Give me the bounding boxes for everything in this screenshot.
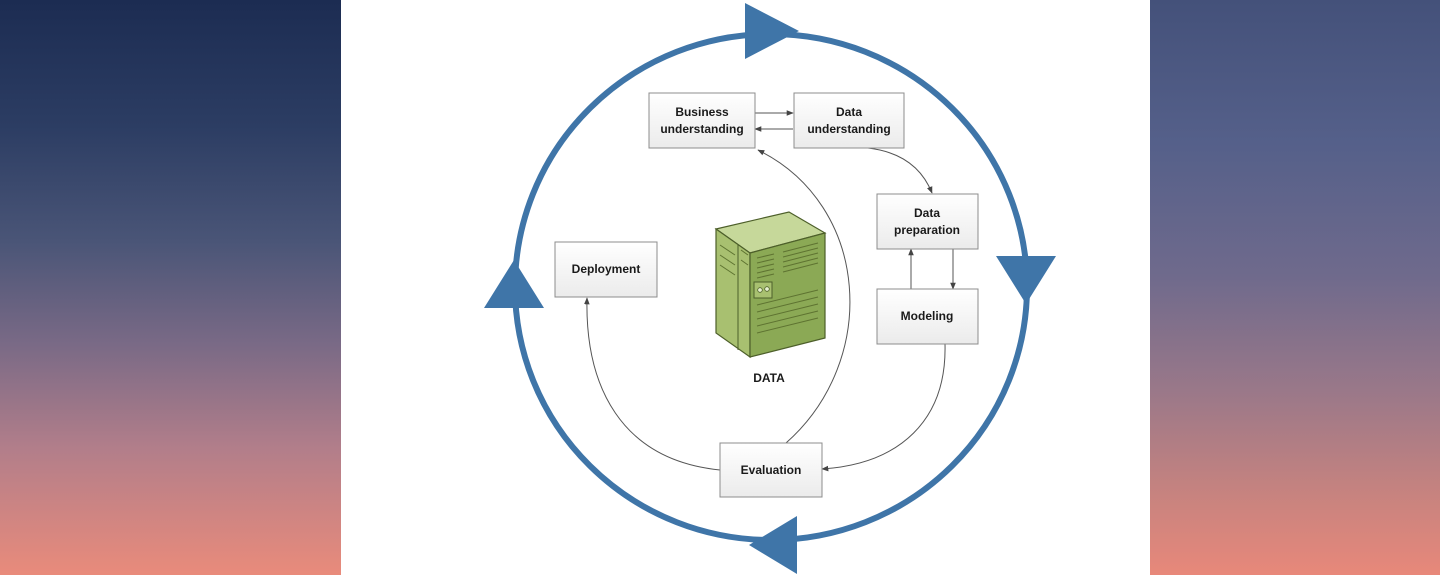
box-deployment: Deployment	[554, 241, 658, 298]
arrow-data-understanding-to-preparation	[867, 147, 933, 194]
box-data-preparation: Data preparation	[876, 193, 979, 250]
cycle-arrow-bottom-icon	[749, 516, 797, 574]
cycle-arrow-left-icon	[484, 260, 544, 308]
arrow-modeling-to-evaluation	[821, 343, 946, 472]
cycle-arrow-right-icon	[996, 256, 1056, 304]
center-data-label: DATA	[753, 371, 785, 385]
label-data-preparation-line2: preparation	[894, 223, 960, 237]
label-modeling: Modeling	[901, 309, 954, 323]
label-data-preparation-line1: Data	[914, 206, 940, 220]
box-data-understanding: Data understanding	[793, 92, 905, 149]
cycle-arrow-top-icon	[745, 3, 799, 59]
label-deployment: Deployment	[572, 262, 641, 276]
label-data-understanding-line1: Data	[836, 105, 862, 119]
background-right	[1150, 0, 1440, 575]
server-icon	[714, 211, 827, 359]
label-business-line2: understanding	[660, 122, 743, 136]
arrow-evaluation-to-deployment	[584, 297, 721, 471]
box-modeling: Modeling	[876, 288, 979, 345]
label-evaluation: Evaluation	[741, 463, 802, 477]
arrow-evaluation-to-business	[757, 149, 851, 444]
connectors	[584, 110, 956, 472]
box-business-understanding: Business understanding	[648, 92, 756, 149]
label-business-line1: Business	[675, 105, 729, 119]
background-left	[0, 0, 341, 575]
label-data-understanding-line2: understanding	[807, 122, 890, 136]
box-evaluation: Evaluation	[719, 442, 823, 498]
